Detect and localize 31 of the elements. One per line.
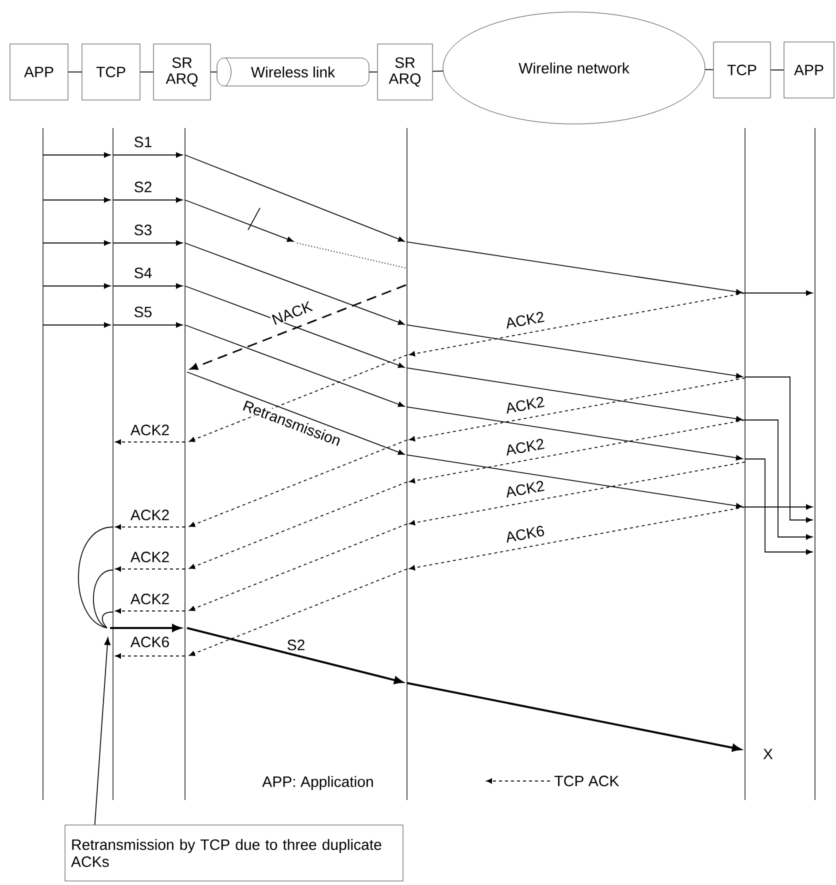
message-label: ACK6 [504, 524, 546, 544]
message-label: S2 [134, 182, 152, 192]
message-label: S4 [134, 268, 152, 278]
message-label: ACK2 [130, 510, 169, 520]
message-label: ACK2 [130, 424, 169, 436]
layer-box: SR ARQ [153, 44, 211, 100]
message-label: ACK2 [130, 594, 169, 604]
message-label: ACK2 [504, 479, 546, 499]
message-label: S3 [134, 224, 152, 236]
legend-text: TCP ACK [554, 776, 620, 786]
message-label: APP: Application [262, 776, 373, 790]
link-box: Wireless link [216, 58, 370, 86]
connector-line [432, 70, 444, 72]
layer-box: APP [10, 44, 68, 100]
message-label: ACK2 [504, 310, 546, 330]
message-label: ACK2 [130, 552, 169, 562]
message-label: ACK2 [504, 437, 546, 457]
layer-box: SR ARQ [377, 44, 433, 100]
message-label: X [763, 748, 773, 760]
message-label: S2 [286, 638, 306, 652]
message-label: S1 [134, 136, 152, 148]
connector-line [704, 69, 714, 70]
leader-line [94, 637, 111, 826]
note-box: Retransmission by TCP due to three duplicate ACKs [64, 824, 404, 882]
layer-box: TCP [713, 42, 771, 98]
message-label: ACK6 [130, 636, 169, 648]
message-label: ACK2 [504, 395, 546, 415]
layer-box: TCP [82, 44, 140, 100]
layer-box: APP [784, 42, 834, 98]
message-label: NACK [269, 299, 315, 327]
message-label: S5 [134, 306, 152, 318]
